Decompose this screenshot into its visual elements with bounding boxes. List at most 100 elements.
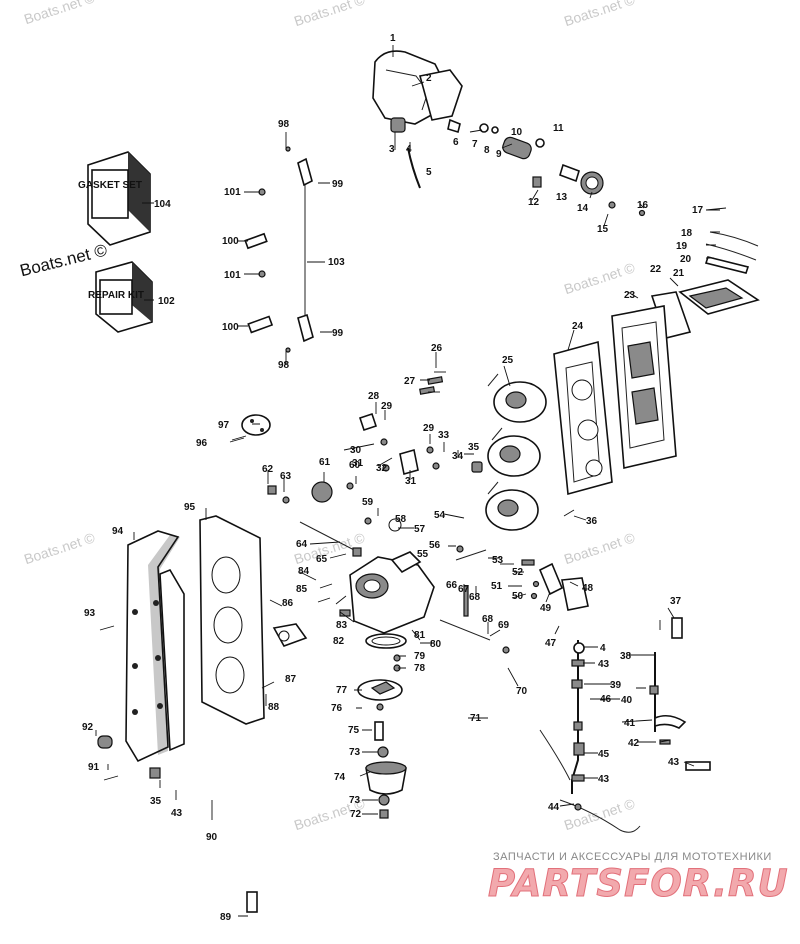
callout-41: 41 (624, 718, 636, 729)
callout-2: 2 (426, 73, 432, 84)
callout-48: 48 (582, 583, 594, 594)
callout-89: 89 (220, 912, 232, 923)
linkage-rod-assembly (244, 146, 314, 353)
callout-88: 88 (268, 702, 280, 713)
callout-7: 7 (472, 139, 478, 150)
callout-35b: 35 (150, 796, 162, 807)
callout-83: 83 (336, 620, 348, 631)
callout-59: 59 (362, 497, 374, 508)
callout-11: 11 (553, 123, 564, 134)
callout-21: 21 (673, 268, 685, 279)
callout-58: 58 (395, 514, 407, 525)
plate-97 (241, 414, 271, 436)
callout-18: 18 (681, 228, 693, 239)
callout-6: 6 (453, 137, 459, 148)
intake-manifold-plates (553, 305, 677, 496)
callout-104: 104 (154, 199, 171, 210)
leader-lines (95, 45, 727, 917)
callout-25: 25 (502, 355, 514, 366)
callout-82: 82 (333, 636, 345, 647)
callout-51: 51 (491, 581, 503, 592)
callout-100a: 100 (222, 236, 239, 247)
callout-55: 55 (417, 549, 429, 560)
callout-30: 30 (350, 445, 362, 456)
callout-34: 34 (452, 451, 464, 462)
repair-kit-label: REPAIR KIT (88, 290, 144, 301)
callout-91: 91 (88, 762, 100, 773)
callout-87: 87 (285, 674, 297, 685)
callout-5: 5 (426, 167, 432, 178)
heat-shield (125, 530, 185, 763)
callout-54: 54 (434, 510, 446, 521)
callout-75: 75 (348, 725, 360, 736)
callout-31b: 31 (405, 476, 417, 487)
callout-65: 65 (316, 554, 328, 565)
callout-70: 70 (516, 686, 528, 697)
callout-68a: 68 (469, 592, 481, 603)
gasket-set-label: GASKET SET (78, 180, 142, 191)
callout-28: 28 (368, 391, 380, 402)
footer-subtitle: ЗАПЧАСТИ И АКСЕССУАРЫ ДЛЯ МОТОТЕХНИКИ (493, 851, 772, 863)
top-bracket-assembly (372, 50, 646, 217)
callout-84: 84 (298, 566, 310, 577)
callout-20: 20 (680, 254, 692, 265)
callout-29b: 29 (423, 423, 435, 434)
callout-57: 57 (414, 524, 426, 535)
partsfor-logo: PARTSFOR.RU (488, 862, 789, 906)
bolts (99, 371, 671, 781)
callout-3: 3 (389, 144, 395, 155)
callout-4: 4 (406, 144, 412, 155)
callout-97: 97 (218, 420, 230, 431)
reed-gaskets (650, 231, 760, 339)
callout-23: 23 (624, 290, 636, 301)
callout-45: 45 (598, 749, 610, 760)
gasket-95 (199, 515, 265, 725)
callout-1: 1 (390, 33, 396, 44)
callout-43c: 43 (668, 757, 680, 768)
callout-96a: 96 (196, 438, 208, 449)
callout-42: 42 (628, 738, 640, 749)
callout-68b: 68 (482, 614, 494, 625)
callout-86: 86 (282, 598, 294, 609)
callout-46: 46 (600, 694, 612, 705)
callout-43b: 43 (598, 774, 610, 785)
callout-labels: 1 2 3 4 5 6 7 8 9 10 11 12 13 14 15 16 1… (82, 33, 704, 923)
callout-49: 49 (540, 603, 552, 614)
callout-22: 22 (650, 264, 662, 275)
callout-12: 12 (528, 197, 540, 208)
callout-9: 9 (496, 149, 502, 160)
callout-33: 33 (438, 430, 450, 441)
carburetor-stack (419, 373, 547, 531)
callout-99b: 99 (332, 328, 344, 339)
throttle-linkage (358, 412, 440, 476)
fuel-line-assembly (539, 617, 711, 833)
main-carburetor (299, 521, 435, 649)
callout-71: 71 (470, 713, 482, 724)
callout-64: 64 (296, 539, 308, 550)
callout-32: 32 (376, 463, 388, 474)
callout-85: 85 (296, 584, 308, 595)
gasket-set-box: GASKET SET (78, 151, 151, 246)
callout-50: 50 (512, 591, 524, 602)
callout-66: 66 (446, 580, 458, 591)
callout-79: 79 (414, 651, 426, 662)
callout-94: 94 (112, 526, 124, 537)
callout-43d: 43 (171, 808, 183, 819)
callout-101b: 101 (224, 270, 241, 281)
callout-38: 38 (620, 651, 632, 662)
callout-31a: 31 (352, 458, 364, 469)
callout-10: 10 (511, 127, 523, 138)
callout-61: 61 (319, 457, 331, 468)
callout-53: 53 (492, 555, 504, 566)
callout-98b: 98 (278, 360, 290, 371)
callout-36: 36 (586, 516, 598, 527)
callout-43a: 43 (598, 659, 610, 670)
callout-44: 44 (548, 802, 560, 813)
callout-102: 102 (158, 296, 175, 307)
callout-62: 62 (262, 464, 274, 475)
callout-8: 8 (484, 145, 490, 156)
callout-73b: 73 (349, 795, 361, 806)
callout-73a: 73 (349, 747, 361, 758)
callout-39: 39 (610, 680, 622, 691)
callout-26: 26 (431, 343, 443, 354)
